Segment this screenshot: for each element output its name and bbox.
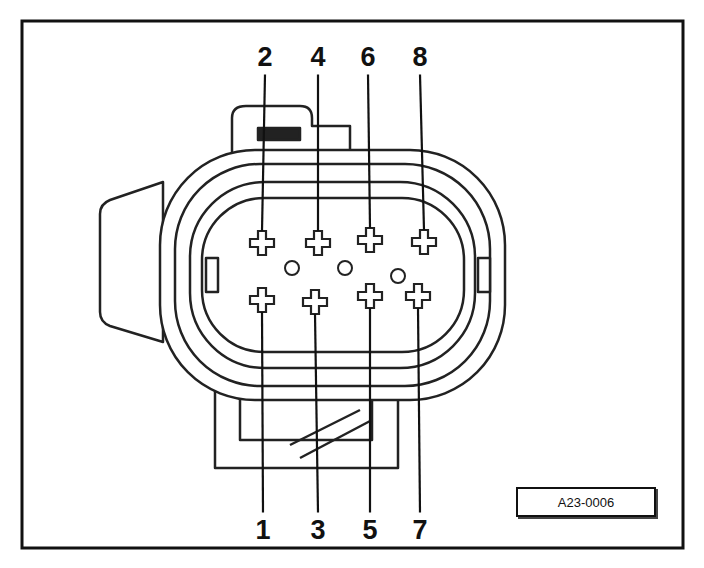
leader-line — [262, 75, 265, 232]
pin-number: 2 — [257, 44, 272, 71]
pin-cavity — [412, 230, 436, 254]
leader-line — [420, 75, 424, 231]
pin-cavity — [306, 231, 330, 255]
leader-line — [317, 75, 319, 232]
housing-outer — [160, 150, 505, 400]
figure-code-box: A23-0006 — [516, 487, 656, 517]
leader-line — [262, 312, 263, 513]
housing-ring — [175, 164, 490, 386]
pin-number: 8 — [412, 44, 427, 71]
pin-number: 5 — [362, 517, 377, 544]
pin-cavity — [303, 290, 327, 314]
frame-border — [22, 21, 683, 548]
key-slot — [206, 258, 218, 292]
pin-number: 6 — [360, 44, 375, 71]
housing-ring — [190, 182, 475, 368]
coding-hole — [391, 269, 405, 283]
coding-hole — [338, 261, 352, 275]
leader-line — [368, 75, 370, 229]
pin-number: 7 — [412, 517, 427, 544]
pin-cavity — [250, 288, 274, 312]
leader-line — [315, 314, 318, 513]
pin-cavity — [406, 284, 430, 308]
coding-hole — [285, 261, 299, 275]
pin-cavity — [358, 228, 382, 252]
figure-code: A23-0006 — [558, 495, 614, 510]
pin-cavity — [250, 231, 274, 255]
pin-cavity — [358, 284, 382, 308]
leader-line — [418, 308, 420, 513]
housing-tab — [100, 182, 163, 342]
pin-number: 4 — [310, 44, 325, 71]
key-slot — [478, 258, 490, 292]
leader-line — [369, 308, 371, 513]
pin-number: 1 — [255, 517, 270, 544]
pin-number: 3 — [310, 517, 325, 544]
latch-ribs — [290, 410, 372, 458]
